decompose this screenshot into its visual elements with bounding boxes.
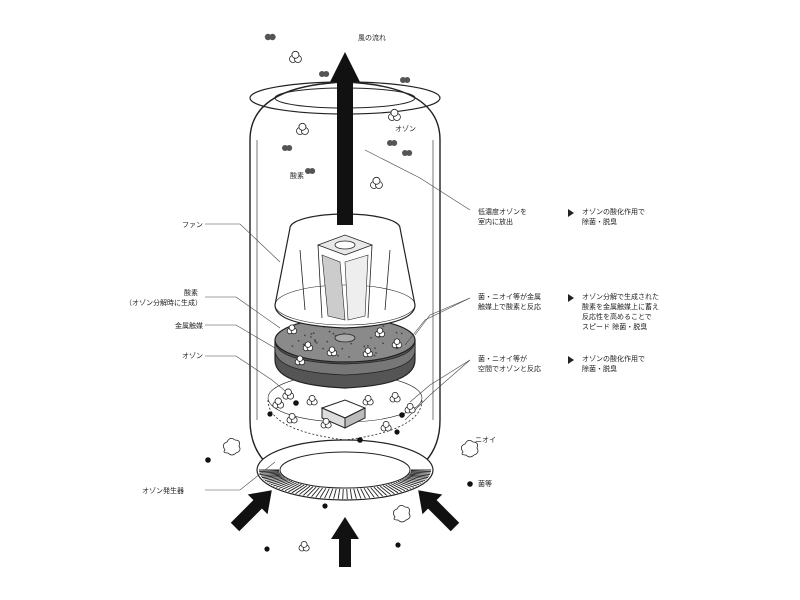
oxygen-label-top: 酸素	[290, 171, 304, 180]
callout-3-result-1: オゾンの酸化作用で	[582, 354, 645, 363]
particles	[205, 33, 479, 552]
ozone-molecule-icon	[298, 541, 310, 552]
bacteria-dot-icon	[205, 457, 211, 463]
callout-space-reaction: 菌・ニオイ等が 空間でオゾンと反応 オゾンの酸化作用で 除菌・脱臭	[478, 354, 645, 373]
fan-label: ファン	[182, 221, 203, 229]
metal-catalyst-label: 金属触媒	[175, 321, 203, 330]
intake-arrow-right	[418, 490, 460, 532]
callout-2-result-4: スピード 除菌・脱臭	[582, 322, 647, 331]
bacteria-dot-icon	[399, 412, 405, 418]
callout-1-result-2: 除菌・脱臭	[582, 217, 617, 226]
intake-arrow-left	[230, 490, 272, 532]
bacteria-dot-icon	[322, 503, 328, 509]
callout-catalyst-reaction: 菌・ニオイ等が金属 触媒上で酸素と反応 オゾン分解で生成された 酸素を金属触媒上…	[478, 292, 659, 331]
ozone-molecule-icon	[380, 420, 392, 432]
callout-2-line-1: 菌・ニオイ等が金属	[478, 292, 541, 301]
callout-1-result-1: オゾンの酸化作用で	[582, 207, 645, 216]
oxygen-side-note: （オゾン分解時に生成）	[125, 298, 202, 307]
intake-grille	[256, 439, 434, 501]
callout-1-line-2: 室内に放出	[478, 217, 513, 226]
ozone-molecule-icon	[282, 388, 295, 400]
ozone-molecule-icon	[388, 108, 401, 121]
arrowhead-right-icon	[568, 209, 574, 217]
ozone-molecule-icon	[272, 397, 285, 409]
bacteria-label: 菌等	[478, 479, 492, 488]
odor-cloud-icon	[223, 438, 241, 456]
ozone-molecule-icon	[286, 324, 298, 335]
callout-3-line-1: 菌・ニオイ等が	[478, 354, 527, 363]
oxygen-molecule-icon	[282, 145, 293, 151]
arrowhead-right-icon	[568, 356, 574, 364]
callout-2-line-2: 触媒上で酸素と反応	[478, 302, 541, 311]
odor-cloud-icon	[393, 505, 411, 523]
ozone-molecule-icon	[320, 417, 332, 429]
odor-label: ニオイ	[475, 436, 496, 444]
ozone-molecule-icon	[362, 347, 374, 358]
bacteria-dot-icon	[394, 429, 400, 435]
oxygen-molecule-icon	[387, 140, 398, 146]
oxygen-side-label: 酸素	[184, 288, 198, 297]
bacteria-dot-icon	[293, 400, 299, 406]
bacteria-dot-icon	[267, 411, 273, 417]
callout-2-result-2: 酸素を金属触媒上に蓄え	[582, 302, 659, 311]
ozone-generator-unit	[320, 399, 367, 429]
ozone-molecule-icon	[326, 346, 338, 357]
oxygen-molecule-icon	[400, 77, 411, 83]
bacteria-dot-icon	[395, 542, 401, 548]
intake-arrows	[230, 490, 460, 567]
callout-3-result-2: 除菌・脱臭	[582, 364, 617, 373]
ozone-molecule-icon	[289, 50, 302, 63]
ozone-molecule-icon	[374, 327, 386, 338]
fan-unit	[274, 213, 416, 329]
ozone-molecule-icon	[362, 394, 374, 406]
ozone-molecule-icon	[296, 122, 309, 135]
ozone-side-label: オゾン	[182, 352, 203, 360]
bacteria-dot-icon	[467, 481, 473, 487]
odor-cloud-icon	[461, 440, 479, 458]
ozone-molecule-icon	[302, 341, 314, 352]
oxygen-molecule-icon	[264, 33, 276, 41]
ozone-generator-label: オゾン発生器	[142, 486, 184, 495]
airflow-up-arrow	[330, 52, 360, 225]
ozone-molecule-icon	[391, 338, 403, 349]
callout-1-line-1: 低濃度オゾンを	[478, 207, 527, 216]
bacteria-dot-icon	[357, 437, 363, 443]
arrowhead-right-icon	[568, 294, 574, 302]
ozone-molecule-icon	[294, 355, 306, 366]
ozone-molecule-icon	[370, 176, 383, 189]
ozone-molecule-icon	[286, 412, 298, 424]
bacteria-dot-icon	[264, 546, 270, 552]
ozone-molecule-icon	[306, 394, 318, 406]
ozone-molecule-icon	[404, 402, 416, 414]
callout-2-result-3: 反応性を高めることで	[582, 312, 652, 321]
oxygen-molecule-icon	[305, 168, 316, 174]
ozone-molecule-icon	[389, 391, 401, 403]
oxygen-molecule-icon	[402, 150, 413, 156]
ozone-label-top: オゾン	[395, 125, 416, 133]
intake-arrow-center	[331, 517, 359, 567]
callout-3-line-2: 空間でオゾンと反応	[478, 364, 541, 373]
callout-ozone-release: 低濃度オゾンを 室内に放出 オゾンの酸化作用で 除菌・脱臭	[478, 207, 645, 226]
air-flow-label: 風の流れ	[358, 33, 386, 42]
oxygen-molecule-icon	[319, 71, 330, 77]
callout-2-result-1: オゾン分解で生成された	[582, 292, 659, 301]
